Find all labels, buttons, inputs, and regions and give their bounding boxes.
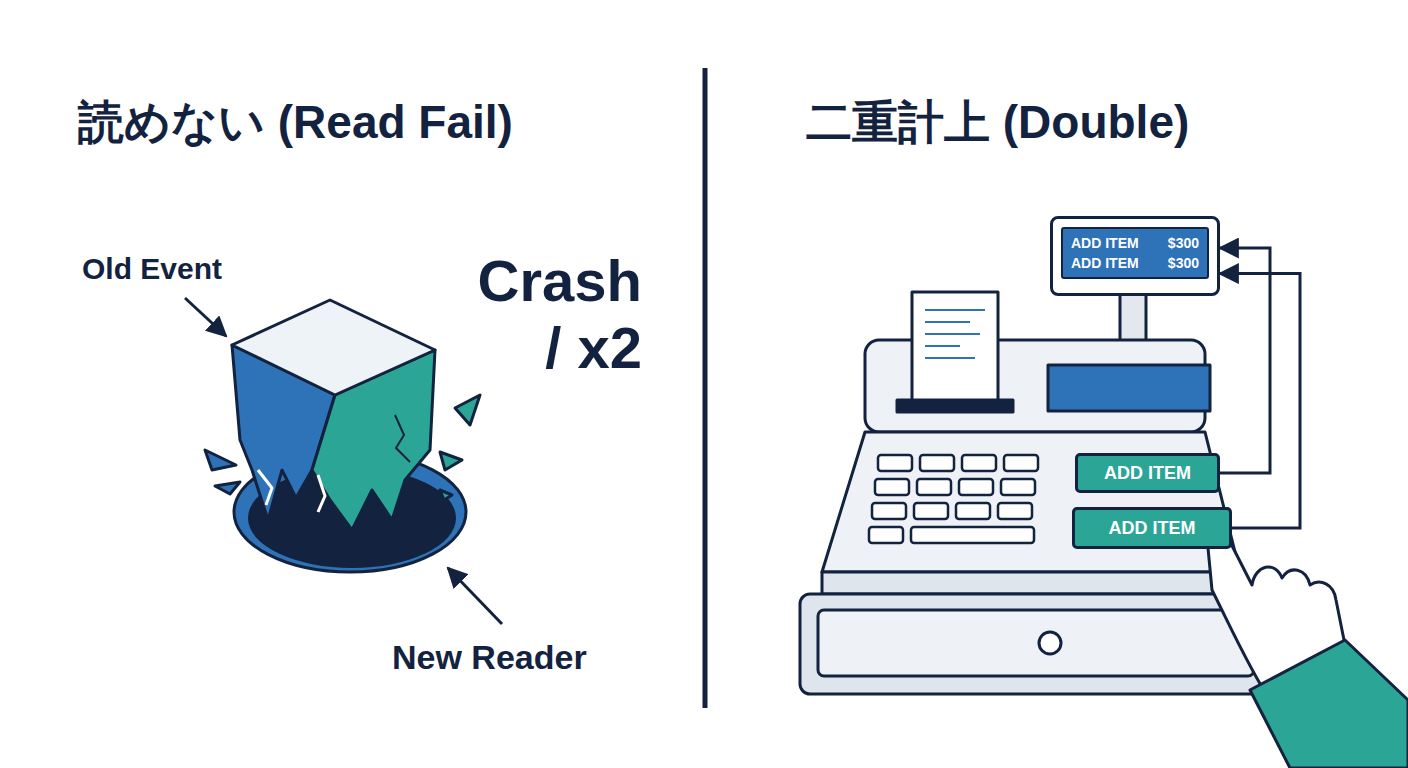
hand bbox=[1206, 526, 1408, 768]
callout-label: Old Event bbox=[82, 252, 222, 287]
panel-heading: 読めない (Read Fail) bbox=[78, 96, 513, 149]
callout-label: Crash / x2 bbox=[452, 248, 642, 381]
add-item-button: ADD ITEM bbox=[1072, 507, 1232, 549]
flow-arrow bbox=[1220, 248, 1270, 473]
display-screen: ADD ITEM$300ADD ITEM$300 bbox=[1050, 216, 1220, 296]
leader-arrow bbox=[185, 298, 226, 336]
node-text: ADD ITEM bbox=[1071, 255, 1145, 271]
panel-heading: 二重計上 (Double) bbox=[806, 96, 1189, 149]
node-text: ADD ITEM bbox=[1104, 463, 1191, 484]
flow-arrow bbox=[1220, 274, 1300, 528]
node-text: ADD ITEM bbox=[1071, 235, 1145, 251]
node-text: $300 bbox=[1161, 255, 1199, 271]
node-text: ADD ITEM bbox=[1109, 518, 1196, 539]
cash-register bbox=[800, 292, 1272, 694]
add-item-button: ADD ITEM bbox=[1075, 453, 1220, 493]
leader-arrow bbox=[448, 568, 502, 624]
callout-label: New Reader bbox=[392, 638, 587, 677]
node-text: $300 bbox=[1161, 235, 1199, 251]
divider bbox=[703, 68, 708, 708]
broken-cube bbox=[205, 300, 480, 530]
